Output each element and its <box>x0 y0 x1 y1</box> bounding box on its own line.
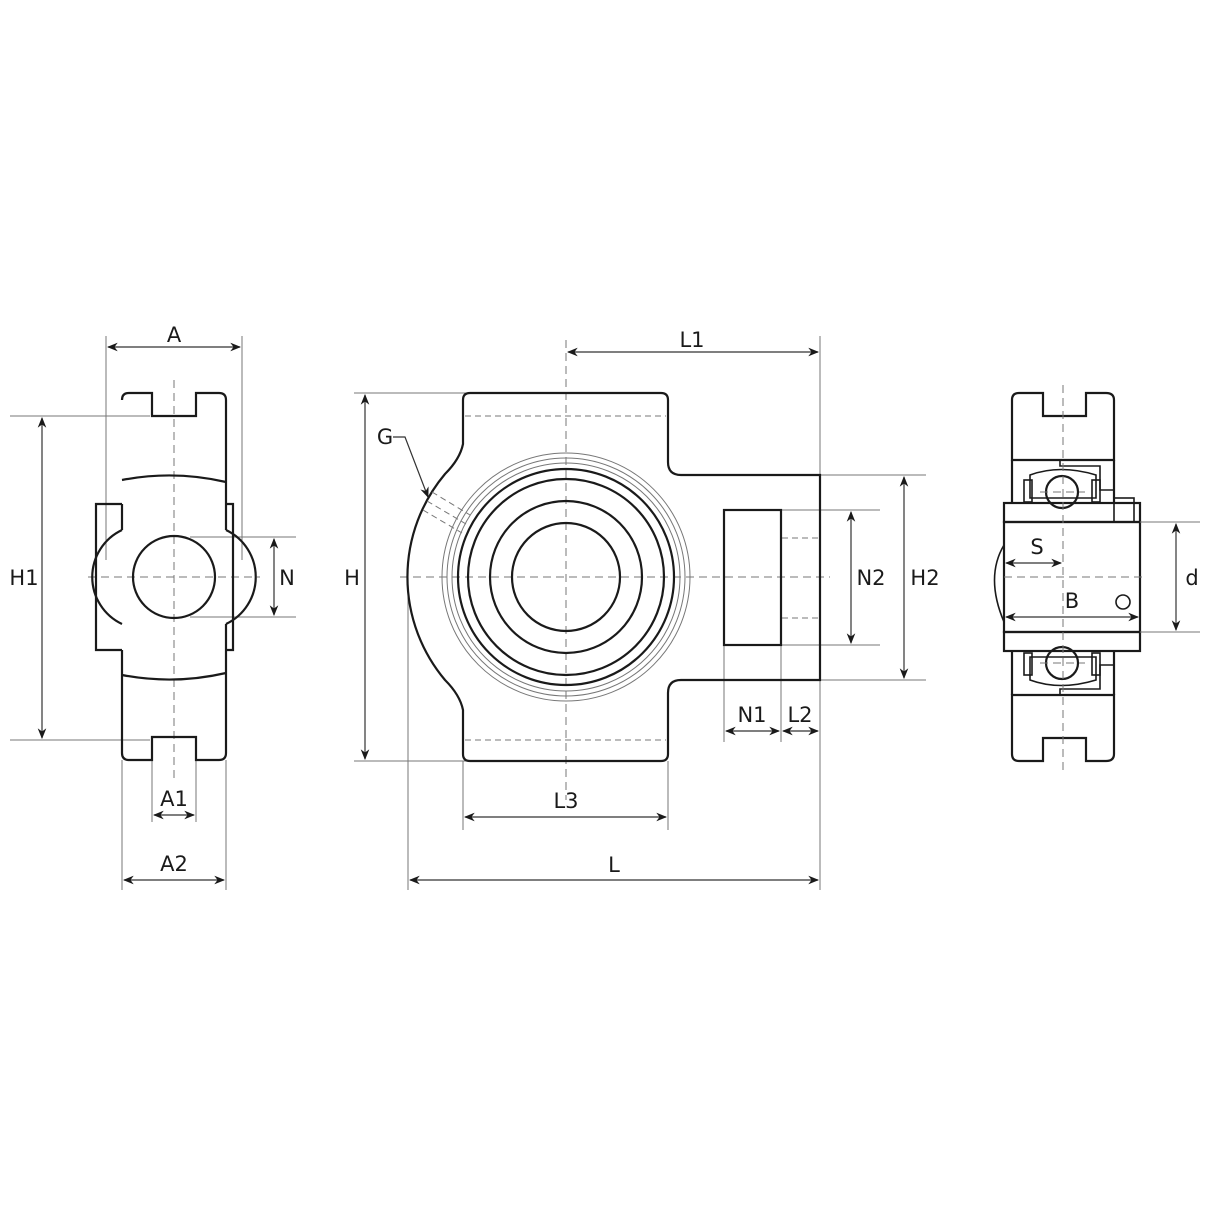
dim-label-n2: N2 <box>856 566 885 590</box>
dim-label-n1: N1 <box>737 703 766 727</box>
dim-label-n: N <box>279 566 295 590</box>
dim-label-l1: L1 <box>679 328 704 352</box>
dim-label-h2: H2 <box>910 566 939 590</box>
dim-label-h1: H1 <box>9 566 38 590</box>
dim-label-l3: L3 <box>553 789 578 813</box>
section-view: S B d <box>993 385 1200 770</box>
side-view: A H1 N A1 A2 <box>9 323 296 890</box>
dim-label-l2: L2 <box>787 703 812 727</box>
dim-label-b: B <box>1065 589 1079 613</box>
dim-label-d: d <box>1185 566 1198 590</box>
dim-label-s: S <box>1030 535 1043 559</box>
dim-label-l: L <box>608 853 620 877</box>
dim-label-a1: A1 <box>160 787 188 811</box>
dim-label-g: G <box>377 425 393 449</box>
dim-label-a2: A2 <box>160 852 188 876</box>
front-view: L1 G H N2 H2 N1 L2 L3 L <box>344 328 940 890</box>
dim-label-h: H <box>344 566 360 590</box>
dim-label-a: A <box>167 323 182 347</box>
